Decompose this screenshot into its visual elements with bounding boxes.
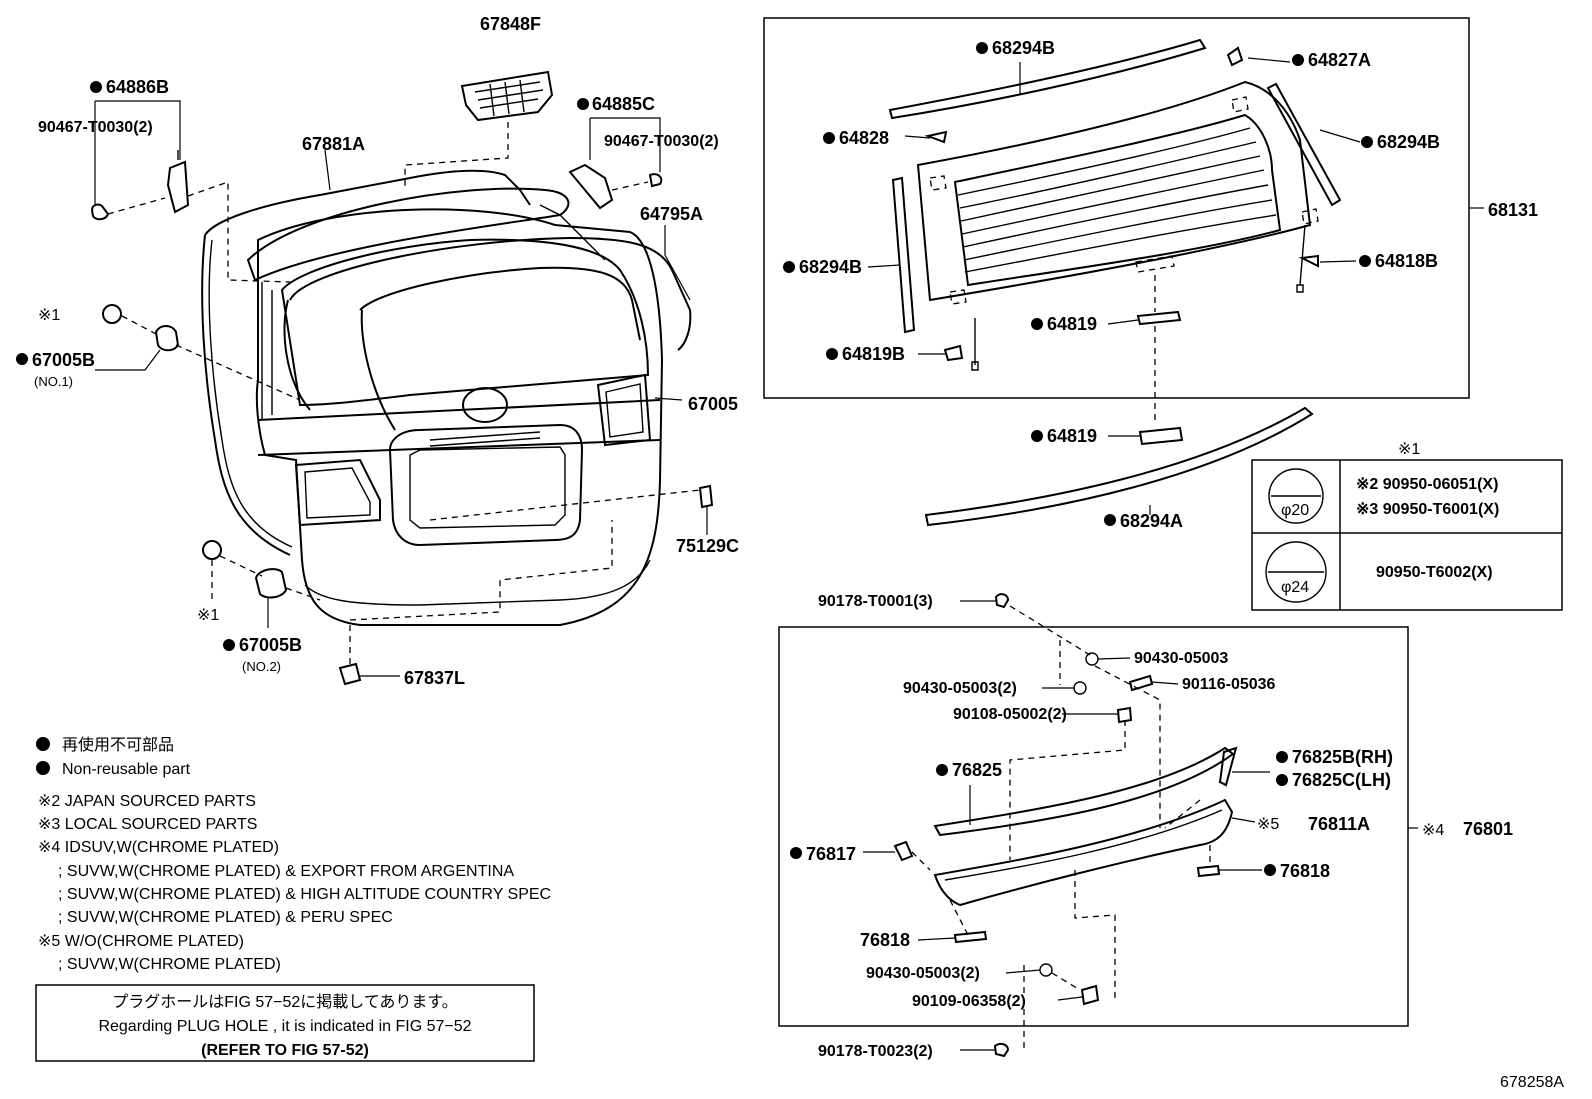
refer-line3: (REFER TO FIG 57-52)	[201, 1042, 369, 1059]
label-mark1-bottom: ※1	[197, 607, 219, 624]
back-door-assembly	[201, 169, 692, 626]
label-64818B: 64818B	[1375, 251, 1438, 271]
note-line: ; SUVW,W(CHROME PLATED) & PERU SPEC	[58, 909, 393, 926]
label-67005B-top-sub: (NO.1)	[34, 374, 73, 389]
label-90178-T0001: 90178-T0001(3)	[818, 593, 933, 610]
note-line: ; SUVW,W(CHROME PLATED) & EXPORT FROM AR…	[58, 863, 514, 880]
label-76801: 76801	[1463, 819, 1513, 839]
clip-64886B	[90, 150, 190, 221]
plug-row2-line1: 90950-T6002(X)	[1376, 564, 1493, 581]
legend-en: Non-reusable part	[62, 761, 191, 778]
plug-table-header: ※1	[1398, 441, 1420, 458]
bolt-67837L	[338, 662, 362, 686]
plug-circle-20	[1268, 468, 1324, 524]
clip-64885C	[568, 163, 663, 210]
label-90430-c: 90430-05003(2)	[866, 965, 980, 982]
label-90109: 90109-06358(2)	[912, 993, 1026, 1010]
label-67848F: 67848F	[480, 14, 541, 34]
legend-jp: 再使用不可部品	[62, 736, 174, 754]
label-90430-b: 90430-05003(2)	[903, 680, 1017, 697]
legend: 再使用不可部品 Non-reusable part	[62, 736, 191, 778]
label-67005B-bottom: 67005B	[239, 635, 302, 655]
plate-75129C	[698, 484, 714, 509]
label-67005B-top: 67005B	[32, 350, 95, 370]
notes: ※2 JAPAN SOURCED PARTS ※3 LOCAL SOURCED …	[38, 793, 551, 973]
note-line: ※4 IDSUV,W(CHROME PLATED)	[38, 839, 279, 856]
refer-line2: Regarding PLUG HOLE , it is indicated in…	[98, 1018, 471, 1035]
label-90467-right: 90467-T0030(2)	[604, 133, 719, 150]
label-76818-left: 76818	[860, 930, 910, 950]
label-90178-T0023: 90178-T0023(2)	[818, 1043, 933, 1060]
refer-line1: プラグホールはFIG 57−52に掲載してあります。	[112, 993, 458, 1011]
stop-lamp-bracket	[460, 70, 554, 122]
stopper-67005B-no2	[202, 540, 288, 599]
label-68294B-right: 68294B	[1377, 132, 1440, 152]
label-76817: 76817	[806, 844, 856, 864]
weatherstrip-shape	[204, 169, 531, 236]
label-90116: 90116-05036	[1182, 676, 1276, 693]
label-64819-a: 64819	[1047, 314, 1097, 334]
label-90467-left: 90467-T0030(2)	[38, 119, 153, 136]
label-75129C: 75129C	[676, 536, 739, 556]
label-mark5: ※5	[1257, 816, 1279, 833]
plug-table-text: ※1 φ20 ※2 90950-06051(X) ※3 90950-T6001(…	[1281, 441, 1499, 596]
label-67005B-bottom-sub: (NO.2)	[242, 659, 281, 674]
label-64795A: 64795A	[640, 204, 703, 224]
label-76825C: 76825C(LH)	[1292, 770, 1391, 790]
note-line: ※5 W/O(CHROME PLATED)	[38, 933, 244, 950]
label-64819B: 64819B	[842, 344, 905, 364]
label-90430-a: 90430-05003	[1134, 650, 1228, 667]
label-68294B-top: 68294B	[992, 38, 1055, 58]
label-68294B-left: 68294B	[799, 257, 862, 277]
plug-row2-circle: φ24	[1281, 579, 1309, 596]
label-68131: 68131	[1488, 200, 1538, 220]
part-labels: 67848F 64886B 90467-T0030(2) 67881A 6488…	[32, 14, 1564, 1091]
stopper-67005B-no1	[102, 304, 180, 352]
label-64827A: 64827A	[1308, 50, 1371, 70]
plug-circle-24	[1265, 541, 1327, 603]
figure-id: 678258A	[1500, 1074, 1564, 1091]
label-90108: 90108-05002(2)	[953, 706, 1067, 723]
plug-row1-line2: ※3 90950-T6001(X)	[1356, 501, 1499, 518]
garnish-group-box	[778, 626, 1409, 1027]
label-76818-right: 76818	[1280, 861, 1330, 881]
plug-row1-line1: ※2 90950-06051(X)	[1356, 476, 1498, 493]
label-64819-b: 64819	[1047, 426, 1097, 446]
label-67881A: 67881A	[302, 134, 365, 154]
label-76825B: 76825B(RH)	[1292, 747, 1393, 767]
label-mark1-left: ※1	[38, 307, 60, 324]
label-76811A: 76811A	[1308, 814, 1370, 834]
label-64828: 64828	[839, 128, 889, 148]
refer-box: プラグホールはFIG 57−52に掲載してあります。 Regarding PLU…	[35, 984, 535, 1062]
label-64886B: 64886B	[106, 77, 169, 97]
plug-row1-circle: φ20	[1281, 502, 1309, 519]
note-line: ※3 LOCAL SOURCED PARTS	[38, 816, 257, 833]
note-line: ※2 JAPAN SOURCED PARTS	[38, 793, 256, 810]
note-line: ; SUVW,W(CHROME PLATED) & HIGH ALTITUDE …	[58, 886, 551, 903]
glass-group-box	[763, 17, 1470, 399]
label-68294A: 68294A	[1120, 511, 1183, 531]
label-67837L: 67837L	[404, 668, 465, 688]
plug-hole-table	[1251, 459, 1563, 611]
glass-seal-shape	[289, 236, 692, 351]
label-67005: 67005	[688, 394, 738, 414]
label-76825: 76825	[952, 760, 1002, 780]
back-window-glass	[888, 38, 1319, 305]
label-mark4: ※4	[1422, 822, 1444, 839]
note-line: ; SUVW,W(CHROME PLATED)	[58, 956, 281, 973]
label-64885C: 64885C	[592, 94, 655, 114]
